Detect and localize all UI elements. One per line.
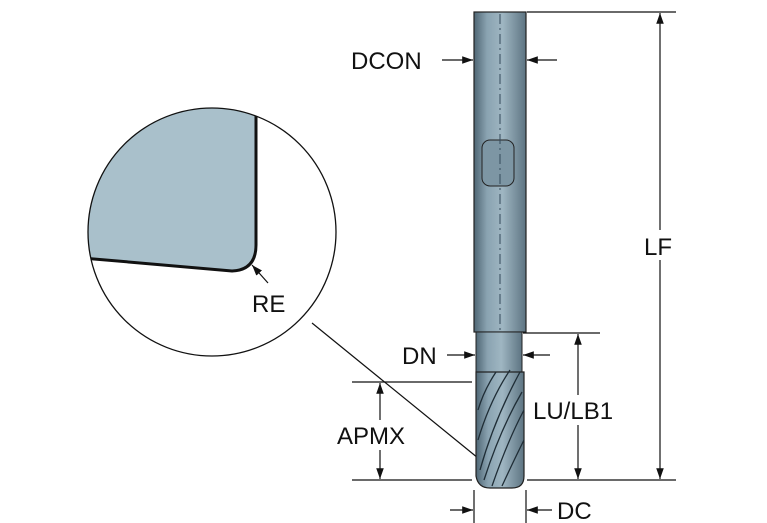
insert-corner-edge (88, 108, 258, 273)
dn-label: DN (402, 343, 437, 370)
shank-flat (481, 139, 515, 187)
corner-radius-detail: RE (87, 107, 337, 357)
re-label: RE (252, 291, 285, 318)
insert-corner-fill (88, 108, 256, 271)
dc-dimension: DC (450, 490, 592, 523)
dcon-dimension: DCON (351, 48, 557, 75)
detail-leader-line (311, 322, 479, 459)
re-arrow (251, 264, 269, 284)
end-mill-tool (473, 11, 527, 489)
dn-dimension: DN (402, 343, 550, 370)
flute-helix-lines (477, 369, 525, 487)
apmx-label: APMX (337, 423, 405, 450)
dcon-label: DCON (351, 48, 422, 75)
dc-label: DC (557, 498, 592, 523)
lf-label: LF (644, 234, 672, 261)
apmx-dimension: APMX (336, 381, 472, 481)
flutes (475, 371, 525, 489)
lu-lb1-dimension: LU/LB1 (523, 332, 627, 479)
lf-dimension: LF (527, 11, 680, 481)
lu-lb1-label: LU/LB1 (533, 398, 613, 425)
detail-circle (87, 107, 337, 357)
